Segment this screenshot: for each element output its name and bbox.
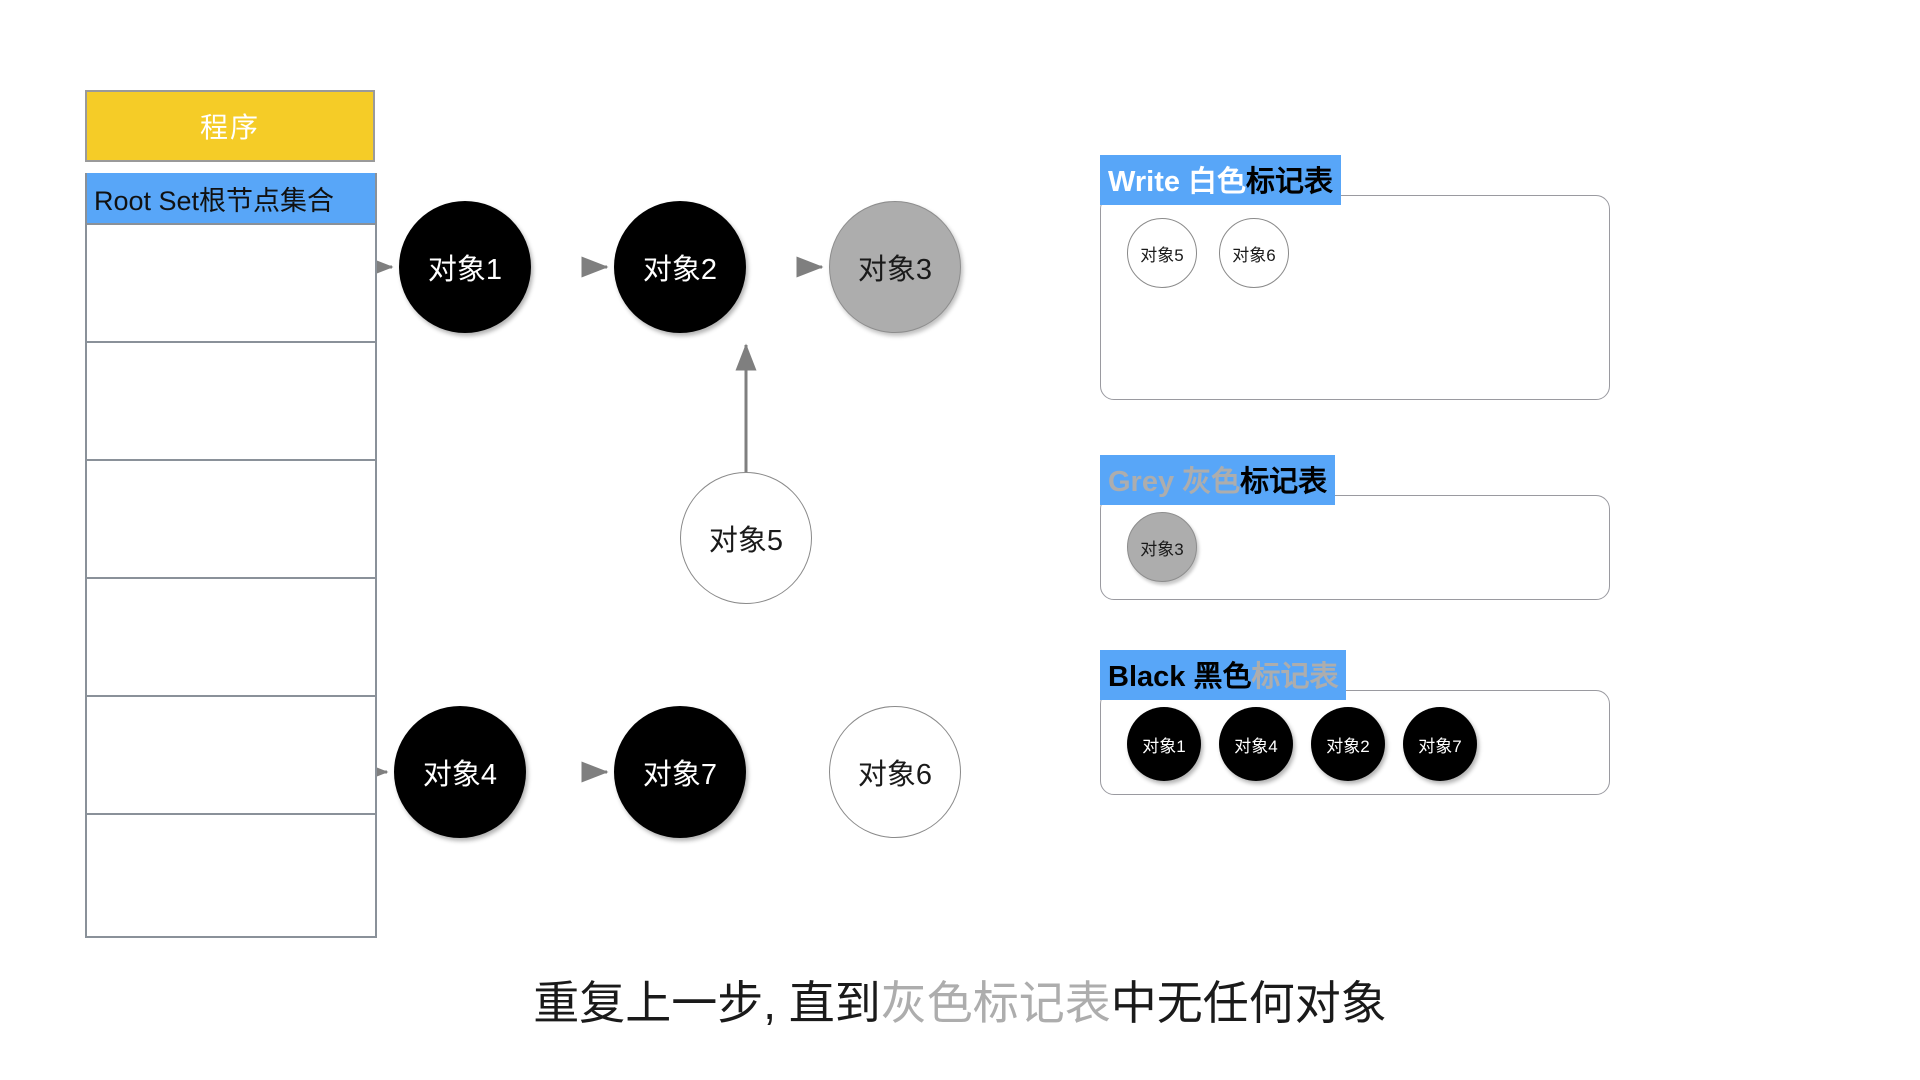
graph-node-label: 对象3	[857, 254, 933, 286]
grey-mark-table-body: 对象3	[1100, 495, 1610, 600]
root-set-table: Root Set根节点集合	[85, 173, 377, 938]
black-mark-table-title: Black 黑色标记表	[1100, 650, 1347, 700]
caption-part3: 中无任何对象	[1110, 977, 1387, 1029]
root-set-slot[interactable]	[87, 577, 375, 695]
mark-chip-obj1[interactable]: 对象1	[1127, 707, 1201, 781]
mark-chip-obj6[interactable]: 对象6	[1219, 218, 1289, 288]
caption: 重复上一步, 直到灰色标记表中无任何对象	[0, 967, 1920, 1033]
grey-mark-table: Grey 灰色标记表 对象3	[1100, 455, 1610, 600]
white-mark-table-title-en: Write 白色	[1108, 166, 1247, 198]
grey-mark-table-title-cn: 标记表	[1240, 466, 1328, 498]
mark-chip-obj5[interactable]: 对象5	[1127, 218, 1197, 288]
mark-chip-label: 对象5	[1140, 245, 1184, 265]
root-set-slot[interactable]	[87, 223, 375, 341]
mark-chip-obj3[interactable]: 对象3	[1127, 512, 1197, 582]
graph-node-obj3[interactable]: 对象3	[829, 201, 961, 333]
root-set-header-label: Root Set根节点集合	[94, 185, 335, 216]
mark-chip-label: 对象7	[1418, 736, 1462, 756]
graph-node-label: 对象6	[857, 759, 933, 791]
program-header-label: 程序	[199, 112, 260, 143]
graph-node-obj6[interactable]: 对象6	[829, 706, 961, 838]
mark-chip-label: 对象4	[1234, 736, 1278, 756]
graph-node-obj5[interactable]: 对象5	[680, 472, 812, 604]
mark-chip-obj7[interactable]: 对象7	[1403, 707, 1477, 781]
grey-mark-table-title: Grey 灰色标记表	[1100, 455, 1336, 505]
graph-node-obj7[interactable]: 对象7	[614, 706, 746, 838]
mark-chip-label: 对象2	[1326, 736, 1370, 756]
graph-node-obj1[interactable]: 对象1	[399, 201, 531, 333]
mark-chip-label: 对象1	[1142, 736, 1186, 756]
black-mark-table-body: 对象1 对象4 对象2 对象7	[1100, 690, 1610, 795]
mark-chip-obj4[interactable]: 对象4	[1219, 707, 1293, 781]
mark-chip-label: 对象6	[1232, 245, 1276, 265]
root-set-slot[interactable]	[87, 459, 375, 577]
graph-node-label: 对象5	[708, 525, 784, 557]
root-set-slot[interactable]	[87, 341, 375, 459]
black-mark-table-title-en: Black 黑色	[1108, 661, 1252, 693]
white-mark-table-body: 对象5 对象6	[1100, 195, 1610, 400]
root-set-slot[interactable]	[87, 695, 375, 813]
black-mark-table: Black 黑色标记表 对象1 对象4 对象2 对象7	[1100, 650, 1610, 795]
graph-node-label: 对象2	[642, 254, 718, 286]
grey-mark-table-title-en: Grey 灰色	[1108, 466, 1241, 498]
black-mark-table-title-cn: 标记表	[1251, 661, 1339, 693]
caption-part1: 重复上一步, 直到	[533, 977, 881, 1029]
root-set-header: Root Set根节点集合	[87, 173, 375, 223]
mark-chip-obj2[interactable]: 对象2	[1311, 707, 1385, 781]
caption-part2-highlight: 灰色标记表	[880, 977, 1111, 1029]
graph-node-label: 对象1	[427, 254, 503, 286]
mark-chip-label: 对象3	[1140, 539, 1184, 559]
white-mark-table: Write 白色标记表 对象5 对象6	[1100, 155, 1610, 405]
graph-node-label: 对象4	[422, 759, 498, 791]
graph-node-obj4[interactable]: 对象4	[394, 706, 526, 838]
white-mark-table-title-cn: 标记表	[1246, 166, 1334, 198]
program-header: 程序	[85, 90, 375, 162]
root-set-slot[interactable]	[87, 813, 375, 931]
graph-node-label: 对象7	[642, 759, 718, 791]
white-mark-table-title: Write 白色标记表	[1100, 155, 1342, 205]
graph-node-obj2[interactable]: 对象2	[614, 201, 746, 333]
